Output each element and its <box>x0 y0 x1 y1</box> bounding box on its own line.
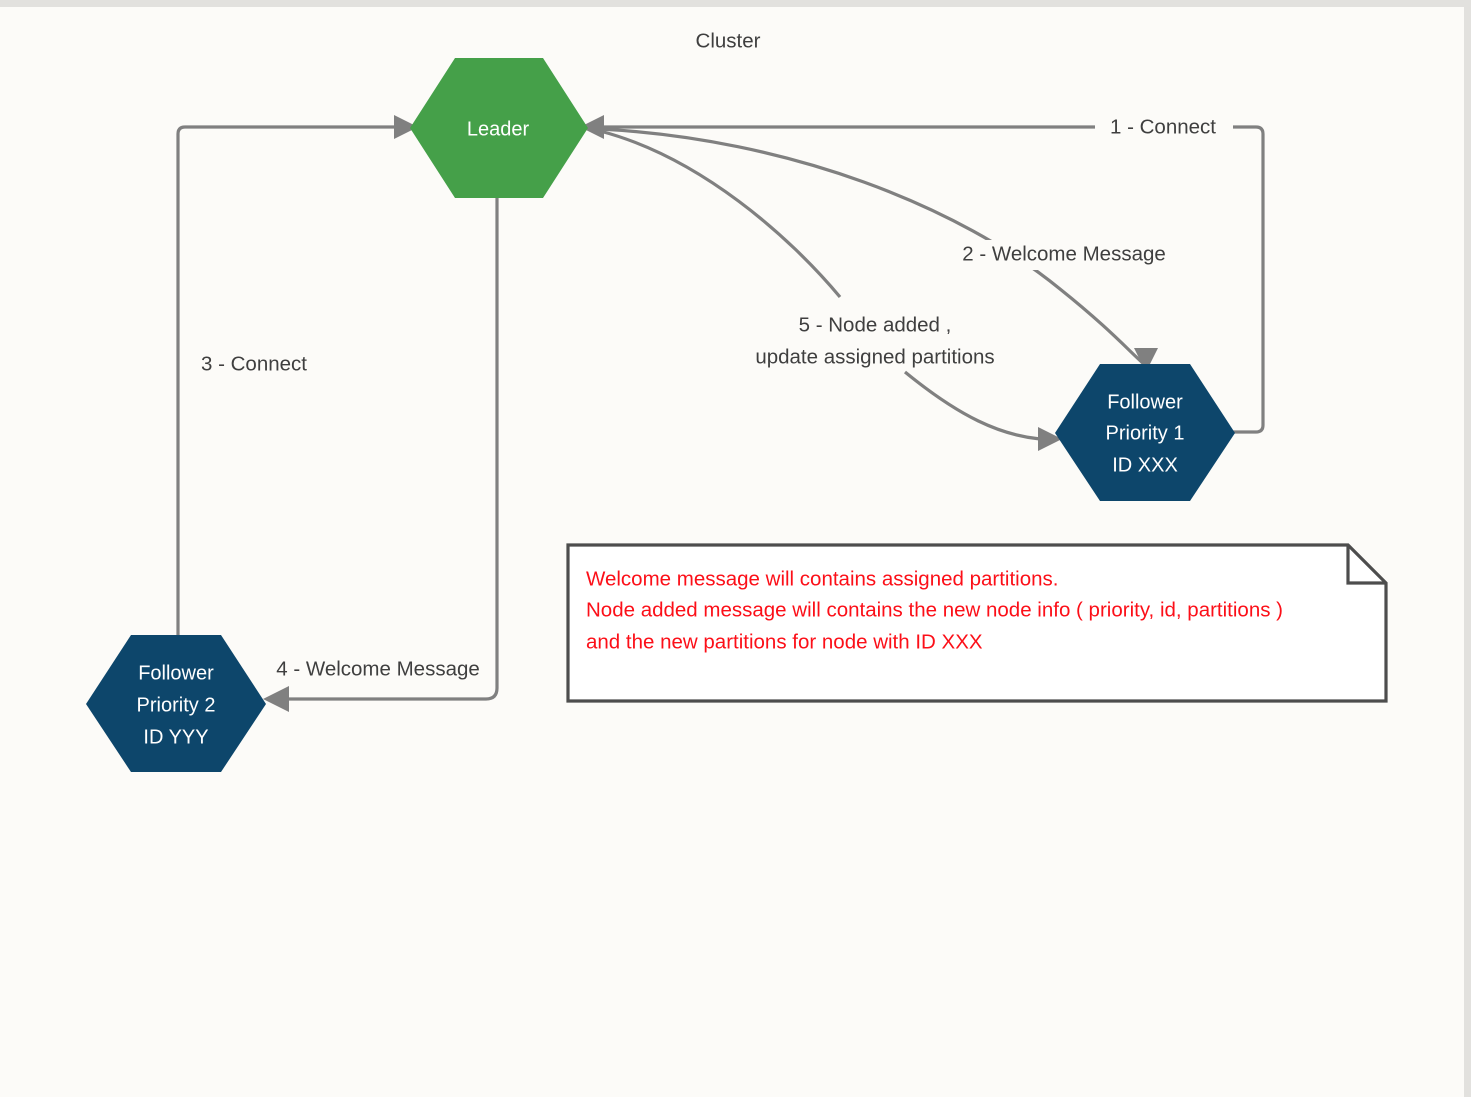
edge-3-arrowhead <box>394 115 418 139</box>
edge-4-line <box>289 193 499 701</box>
follower-1-label-line-3: ID XXX <box>1112 454 1178 476</box>
edge-3-connect: 3 - Connect <box>176 115 418 647</box>
node-leader[interactable]: Leader <box>410 58 588 198</box>
edge-5-line-lower <box>903 370 1041 441</box>
edge-4-welcome-message: 4 - Welcome Message <box>262 193 499 712</box>
follower-2-label-line-2: Priority 2 <box>137 694 216 716</box>
edge-1-label: 1 - Connect <box>1110 115 1216 138</box>
edge-2-line <box>599 127 1147 367</box>
edge-2-welcome-message: 2 - Welcome Message <box>599 127 1188 372</box>
edge-4-label: 4 - Welcome Message <box>276 657 480 680</box>
edge-3-line <box>176 125 396 647</box>
follower-1-label-line-2: Priority 1 <box>1106 422 1185 444</box>
edge-5-arrowhead <box>1038 427 1062 451</box>
edge-5-line-upper <box>599 129 842 299</box>
edge-5-node-added: 5 - Node added , update assigned partiti… <box>599 129 1062 451</box>
follower-2-label-line-3: ID YYY <box>143 726 208 748</box>
leader-label-line-1: Leader <box>467 118 530 140</box>
note-line-1: Welcome message will contains assigned p… <box>586 567 1058 590</box>
follower-1-label-line-1: Follower <box>1107 391 1183 413</box>
cluster-diagram: Cluster 1 - Connect 2 - Welcome Message … <box>86 29 1388 772</box>
edge-4-label-backdrop <box>262 655 494 687</box>
note-line-2: Node added message will contains the new… <box>586 598 1283 621</box>
edge-5-label-line1: 5 - Node added , <box>799 313 952 336</box>
edge-1-arrowhead <box>580 115 604 139</box>
note-box-fold-icon <box>1346 545 1386 585</box>
follower-1-hexagon[interactable] <box>1055 364 1235 501</box>
edge-2-arrowhead <box>1134 348 1158 372</box>
leader-hexagon[interactable] <box>410 58 588 198</box>
node-follower-1[interactable]: Follower Priority 1 ID XXX <box>1055 364 1235 501</box>
edge-5-label-line2: update assigned partitions <box>755 345 994 368</box>
note-box: Welcome message will contains assigned p… <box>566 543 1388 703</box>
note-box-outline <box>566 543 1388 703</box>
follower-2-hexagon[interactable] <box>86 635 266 772</box>
edge-2-label: 2 - Welcome Message <box>962 242 1166 265</box>
edge-2-label-backdrop <box>940 240 1188 270</box>
edge-1-line <box>600 125 1265 434</box>
edge-3-label: 3 - Connect <box>201 352 307 375</box>
follower-2-label-line-1: Follower <box>138 662 214 684</box>
edge-1-label-backdrop <box>1095 113 1233 141</box>
note-line-3: and the new partitions for node with ID … <box>586 630 983 653</box>
edge-4-arrowhead <box>263 686 289 712</box>
edge-1-connect: 1 - Connect <box>580 113 1265 434</box>
node-follower-2[interactable]: Follower Priority 2 ID YYY <box>86 635 266 772</box>
page-title: Cluster <box>696 29 761 52</box>
